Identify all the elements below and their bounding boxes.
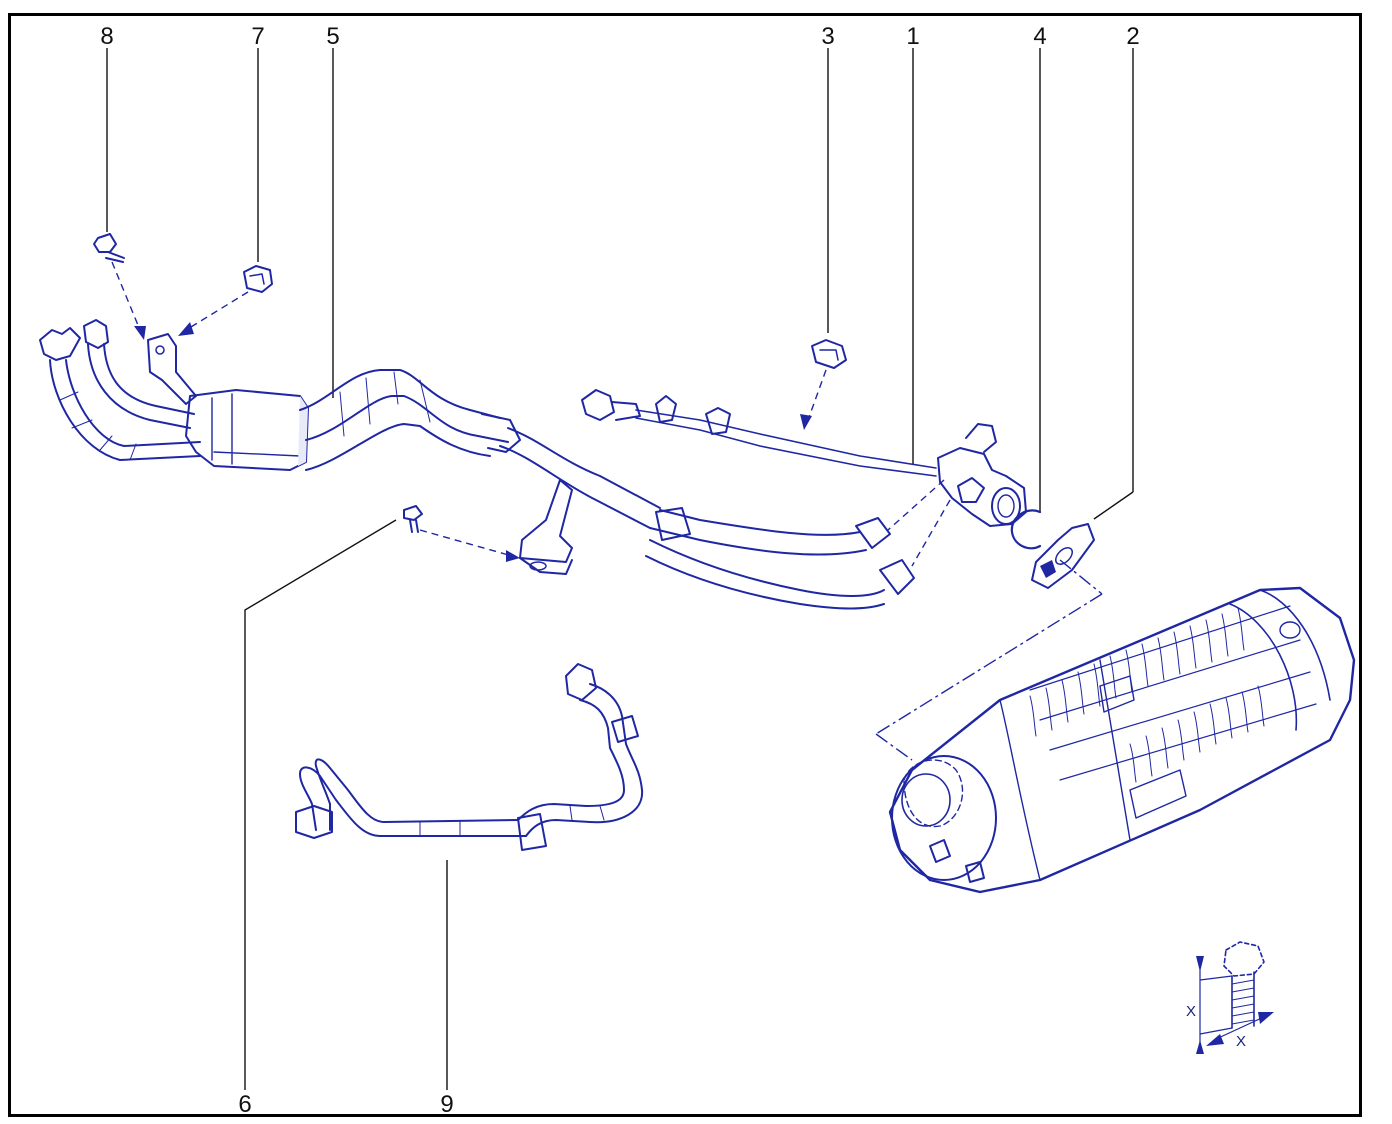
diagram-frame	[8, 13, 1362, 1117]
callout-7: 7	[251, 23, 264, 50]
dimension-label-horizontal: X	[1236, 1033, 1246, 1050]
harness-part-1	[581, 389, 1027, 567]
ring-part-4	[1010, 509, 1042, 550]
canister-assembly	[888, 586, 1356, 894]
callout-5: 5	[326, 23, 339, 50]
hose-part-9	[295, 663, 644, 851]
callout-9: 9	[440, 1091, 453, 1118]
bolt-dimension-symbol: X X	[1186, 941, 1274, 1054]
pipe-assembly-part-5	[39, 319, 915, 610]
bolt-part-8	[93, 233, 146, 340]
nut-part-7	[178, 265, 273, 336]
callout-6: 6	[238, 1091, 251, 1118]
clip-part-3	[800, 339, 847, 430]
callout-3: 3	[821, 23, 834, 50]
callout-8: 8	[100, 23, 113, 50]
callout-1: 1	[906, 23, 919, 50]
assembly-connector-lines	[875, 559, 1103, 761]
leader-lines	[106, 48, 1134, 1090]
callout-labels: 8 7 5 3 1 4 2 6 9	[100, 23, 1139, 1118]
callout-2: 2	[1126, 23, 1139, 50]
dimension-label-vertical: X	[1186, 1003, 1196, 1020]
callout-4: 4	[1033, 23, 1046, 50]
flange-part-2	[1031, 523, 1095, 589]
bolt-part-6	[403, 505, 520, 562]
